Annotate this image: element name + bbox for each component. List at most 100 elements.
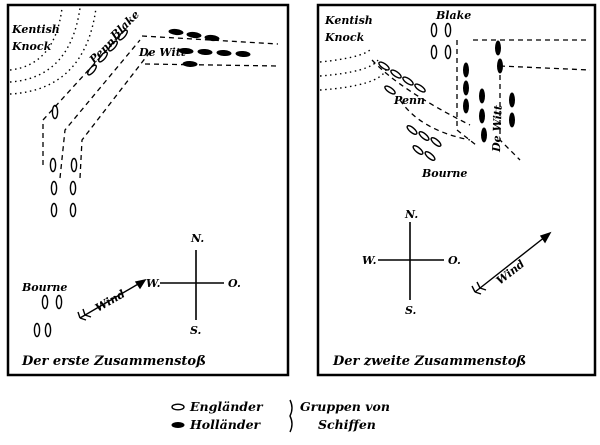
dutch-ship <box>463 98 469 114</box>
kentish-knock-sandbank <box>319 49 387 91</box>
bourne-label: Bourne <box>421 167 467 180</box>
compass-rose <box>378 222 444 300</box>
penn-label: Penn <box>86 35 118 67</box>
english-ship <box>378 61 390 71</box>
english-ship <box>55 294 63 310</box>
english-ship <box>108 40 118 52</box>
english-ship <box>412 145 424 155</box>
compass-rose <box>160 250 224 320</box>
dutch-ship <box>186 31 202 39</box>
dutch-ship <box>235 50 251 58</box>
wind-arrow <box>471 231 552 295</box>
english-ship <box>69 202 77 218</box>
panel-second-encounter: Kentish Knock Blake Penn <box>316 3 597 377</box>
english-ship <box>390 69 402 79</box>
english-fleet-outline <box>42 29 151 179</box>
english-legend-icon <box>171 403 185 411</box>
kentish-label: Kentish <box>324 14 373 27</box>
english-ship <box>41 294 49 310</box>
dutch-ship <box>463 80 469 96</box>
english-ship <box>414 83 426 93</box>
dutch-ship <box>216 49 232 57</box>
dutch-ship <box>509 112 515 128</box>
dutch-ship <box>168 28 184 36</box>
dutch-ship <box>178 47 194 55</box>
compass-east: O. <box>448 254 461 267</box>
panel-2-frame <box>316 3 597 377</box>
english-ships-group-blake <box>430 22 452 60</box>
english-ship <box>50 202 58 218</box>
kentish-label: Kentish <box>11 23 60 36</box>
dutch-fleet-outline <box>141 35 279 67</box>
legend: Engländer Holländer Gruppen von Schiffen <box>171 399 390 433</box>
compass-north: N. <box>190 232 204 245</box>
dutch-ship <box>197 48 213 56</box>
english-ship <box>424 151 436 161</box>
dutch-ship <box>495 40 501 56</box>
compass-west: W. <box>146 277 161 290</box>
english-ship <box>444 44 452 60</box>
english-ship <box>98 51 108 63</box>
panel-1-caption: Der erste Zusammenstoß <box>21 354 206 369</box>
dutch-legend-icon <box>171 422 185 428</box>
dutch-ship <box>479 88 485 104</box>
english-ship <box>430 44 438 60</box>
blake-label: Blake <box>435 9 471 22</box>
legend-group-line2: Schiffen <box>318 417 376 432</box>
english-ship <box>384 85 396 95</box>
knock-label: Knock <box>324 31 365 44</box>
compass-north: N. <box>404 208 418 221</box>
penn-label: Penn <box>393 94 425 107</box>
english-ship <box>70 157 78 173</box>
english-ship <box>51 104 59 120</box>
dutch-ship <box>463 62 469 78</box>
dutch-ship <box>479 108 485 124</box>
compass-south: S. <box>190 324 202 337</box>
english-ships-group-penn <box>378 61 426 95</box>
english-ship <box>444 22 452 38</box>
dutch-ship <box>497 58 503 74</box>
english-ship <box>69 180 77 196</box>
english-ship <box>118 29 128 41</box>
english-ship <box>50 180 58 196</box>
compass-south: S. <box>405 304 417 317</box>
kentish-knock-sandbank <box>9 7 97 95</box>
english-ships-group-bourne <box>33 294 63 338</box>
english-ship <box>49 157 57 173</box>
legend-english: Engländer <box>189 399 264 414</box>
english-ship <box>402 76 414 86</box>
legend-group-line1: Gruppen von <box>300 399 390 414</box>
english-ship <box>87 64 97 76</box>
panel-2-caption: Der zweite Zusammenstoß <box>332 354 526 369</box>
dutch-fleet-outline <box>456 39 591 161</box>
dutch-ship <box>509 92 515 108</box>
dewitt-label: De Witt <box>490 105 505 153</box>
compass-east: O. <box>228 277 241 290</box>
bourne-label: Bourne <box>21 281 67 294</box>
dutch-ship <box>182 60 198 68</box>
english-ship <box>406 125 418 135</box>
english-fleet-outline <box>371 59 471 141</box>
wind-arrow <box>77 278 147 321</box>
dewitt-label: De Witt <box>138 46 186 59</box>
dutch-ship <box>481 127 487 143</box>
dutch-ship <box>204 34 220 42</box>
dutch-ships-group <box>463 40 515 143</box>
english-ship <box>33 322 41 338</box>
english-ship <box>44 322 52 338</box>
compass-west: W. <box>362 254 377 267</box>
legend-dutch: Holländer <box>189 417 262 432</box>
english-ship <box>430 137 442 147</box>
english-ship <box>430 22 438 38</box>
english-ships-group-bourne <box>406 125 442 161</box>
legend-brace <box>289 399 293 433</box>
dutch-ships-group <box>168 28 251 68</box>
panel-1-frame <box>6 3 290 377</box>
english-ship <box>418 131 430 141</box>
panel-first-encounter: Kentish Knock Penn Blake <box>6 3 290 377</box>
wind-label: Wind <box>93 287 128 314</box>
wind-label: Wind <box>494 257 527 287</box>
knock-label: Knock <box>11 40 52 53</box>
english-ships-group-penn <box>49 29 128 218</box>
